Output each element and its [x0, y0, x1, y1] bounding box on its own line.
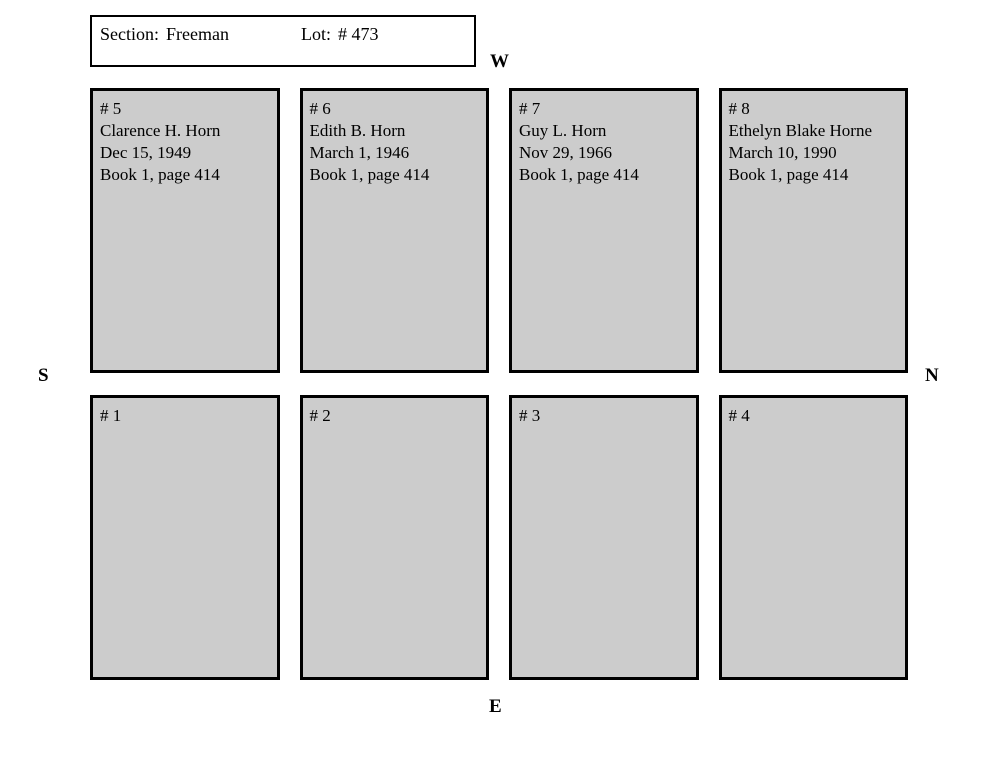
plot-cell[interactable]: # 6 Edith B. Horn March 1, 1946 Book 1, …	[299, 88, 489, 373]
lot-value: # 473	[337, 24, 379, 44]
plot-name: Guy L. Horn	[519, 121, 607, 140]
lot-header-box: Section: Freeman Lot: # 473	[90, 15, 476, 67]
section-label: Section:	[100, 24, 159, 44]
plot-name: Edith B. Horn	[309, 121, 406, 140]
compass-south: S	[38, 365, 49, 386]
plot-number: # 2	[309, 406, 331, 425]
lot-header-text: Section: Freeman Lot: # 473	[100, 23, 378, 45]
plot-cell[interactable]: # 8 Ethelyn Blake Horne March 10, 1990 B…	[718, 88, 908, 373]
compass-west: W	[490, 51, 509, 72]
plot-name: Ethelyn Blake Horne	[728, 121, 873, 140]
plot-date: Dec 15, 1949	[100, 143, 192, 162]
plot-reference: Book 1, page 414	[309, 165, 430, 184]
compass-north: N	[925, 365, 939, 386]
plot-cell[interactable]: # 7 Guy L. Horn Nov 29, 1966 Book 1, pag…	[509, 88, 699, 373]
plot-number: # 6	[309, 99, 331, 118]
section-value: Freeman	[166, 24, 229, 44]
plot-number: # 3	[519, 406, 541, 425]
plot-cell[interactable]: # 1	[90, 395, 280, 680]
compass-east: E	[489, 696, 502, 717]
plot-grid: # 5 Clarence H. Horn Dec 15, 1949 Book 1…	[90, 88, 908, 680]
plot-cell[interactable]: # 3	[509, 395, 699, 680]
plot-cell[interactable]: # 2	[299, 395, 489, 680]
plot-row-bottom: # 1 # 2 # 3 # 4	[90, 395, 908, 680]
plot-cell[interactable]: # 4	[718, 395, 908, 680]
plot-date: Nov 29, 1966	[519, 143, 613, 162]
plot-cell[interactable]: # 5 Clarence H. Horn Dec 15, 1949 Book 1…	[90, 88, 280, 373]
plot-number: # 4	[728, 406, 750, 425]
plot-number: # 5	[100, 99, 122, 118]
plot-row-top: # 5 Clarence H. Horn Dec 15, 1949 Book 1…	[90, 88, 908, 373]
plot-number: # 7	[519, 99, 541, 118]
plot-reference: Book 1, page 414	[519, 165, 639, 184]
plot-number: # 8	[728, 99, 750, 118]
plot-date: March 10, 1990	[728, 143, 837, 162]
plot-reference: Book 1, page 414	[728, 165, 849, 184]
plot-reference: Book 1, page 414	[100, 165, 220, 184]
lot-label: Lot:	[300, 24, 331, 44]
plot-name: Clarence H. Horn	[100, 121, 221, 140]
plot-number: # 1	[100, 406, 122, 425]
plot-date: March 1, 1946	[309, 143, 410, 162]
